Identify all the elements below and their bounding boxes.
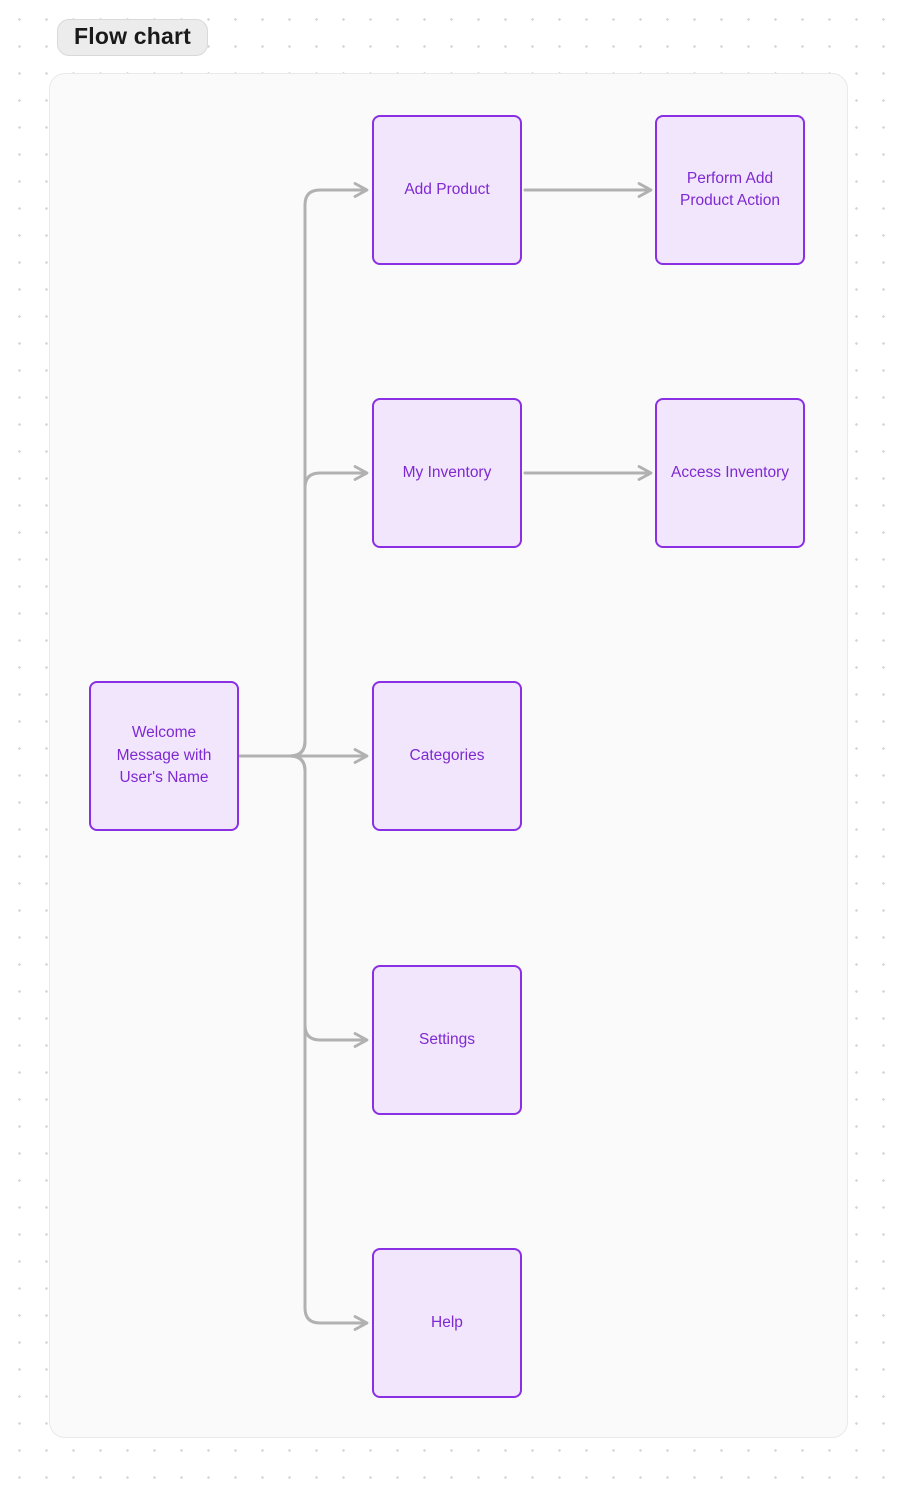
- diagram-title: Flow chart: [74, 23, 192, 49]
- diagram-title-badge: Flow chart: [57, 19, 209, 56]
- node-welcome-message[interactable]: Welcome Message with User's Name: [89, 681, 239, 831]
- node-label: Help: [431, 1313, 463, 1331]
- node-help[interactable]: Help: [372, 1248, 522, 1398]
- edge-welcome-to-settings: [238, 754, 369, 1048]
- node-my-inventory[interactable]: My Inventory: [372, 398, 522, 548]
- node-access-inventory[interactable]: Access Inventory: [655, 398, 805, 548]
- node-label: Categories: [409, 746, 485, 764]
- node-add-product[interactable]: Add Product: [372, 115, 522, 265]
- edge-welcome-to-my-inventory: [238, 465, 369, 758]
- node-perform-add-product-action[interactable]: Perform Add Product Action: [655, 115, 805, 265]
- node-label: My Inventory: [402, 463, 492, 481]
- node-categories[interactable]: Categories: [372, 681, 522, 831]
- node-label: Add Product: [404, 180, 490, 198]
- node-label: Access Inventory: [670, 463, 790, 481]
- node-label: Welcome Message with User's Name: [116, 724, 212, 787]
- node-label: Settings: [418, 1030, 475, 1048]
- edge-welcome-to-help: [238, 754, 369, 1331]
- node-label: Perform Add Product Action: [680, 169, 780, 209]
- node-settings[interactable]: Settings: [372, 965, 522, 1115]
